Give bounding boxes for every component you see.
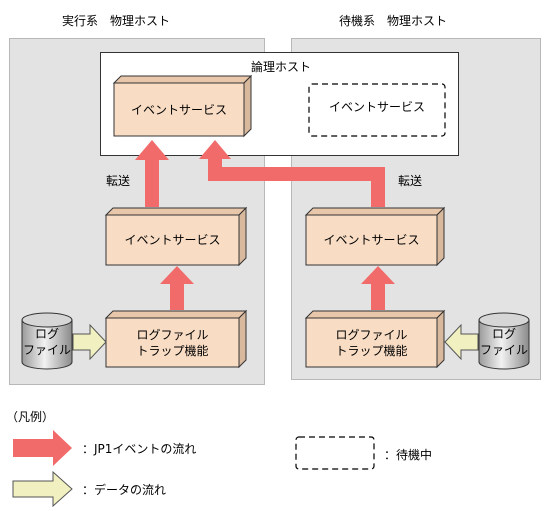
- legend-title: （凡例）: [6, 410, 55, 424]
- active-trap-to-service-arrow: [160, 266, 194, 310]
- active-logfile-line1: ログ: [34, 327, 59, 341]
- active-logfile-line2: ファイル: [22, 343, 71, 357]
- active-logfile-label: ログ ファイル: [22, 322, 72, 362]
- active-trap-line2: トラップ機能: [136, 343, 209, 358]
- active-data-arrow: [72, 323, 107, 361]
- active-host-title: 実行系 物理ホスト: [62, 14, 171, 28]
- standby-logfile-cylinder: [478, 312, 530, 370]
- standby-trap-to-service-arrow: [361, 266, 395, 310]
- logical-standby-event-service-box: [308, 83, 446, 137]
- standby-host-title: 待機系 物理ホスト: [339, 14, 448, 28]
- standby-logfile-label: ログ ファイル: [479, 322, 529, 362]
- legend-standby-label: ：待機中: [384, 448, 433, 462]
- active-event-service-label: イベントサービス: [124, 233, 221, 247]
- legend-data-arrow: [12, 470, 73, 508]
- active-transfer-label: 転送: [106, 174, 131, 188]
- active-trap-line1: ログファイル: [136, 327, 209, 342]
- standby-trap-box: [304, 309, 446, 369]
- legend-data-flow-label: ：データの流れ: [82, 483, 167, 497]
- active-trap-label: ログファイル トラップ機能: [106, 318, 239, 367]
- standby-trap-line1: ログファイル: [335, 327, 408, 342]
- active-event-service-box: [104, 206, 248, 267]
- active-transfer-arrow: [135, 140, 169, 207]
- legend-standby-box: [295, 436, 375, 470]
- logical-event-service-label: イベントサービス: [130, 102, 227, 117]
- standby-transfer-arrow: [199, 140, 385, 207]
- standby-trap-label: ログファイル トラップ機能: [306, 318, 437, 367]
- standby-data-arrow: [444, 323, 479, 361]
- legend-event-arrow: [13, 430, 72, 466]
- logical-standby-event-service-label: イベントサービス: [328, 99, 425, 114]
- standby-logfile-line2: ファイル: [479, 343, 528, 357]
- standby-logfile-line1: ログ: [491, 327, 516, 341]
- standby-event-service-box: [304, 206, 446, 267]
- standby-transfer-label: 転送: [398, 174, 423, 188]
- active-logfile-cylinder: [21, 312, 73, 370]
- legend-event-flow-label: ：JP1イベントの流れ: [82, 442, 197, 456]
- logical-host-label: 論理ホスト: [251, 60, 312, 74]
- standby-event-service-label: イベントサービス: [323, 233, 420, 247]
- standby-trap-line2: トラップ機能: [335, 343, 408, 358]
- logical-event-service-box: [112, 74, 253, 138]
